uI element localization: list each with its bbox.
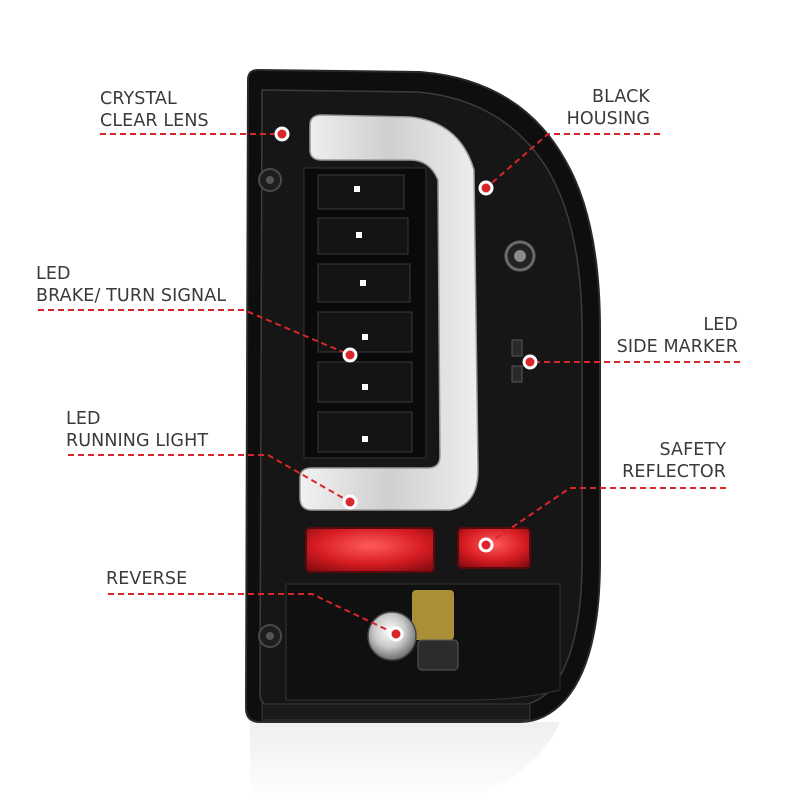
label-line: LED [703,315,738,335]
label-line: LED [66,409,101,429]
label-line: REFLECTOR [622,462,726,482]
reflector-left [305,527,435,573]
label-line: REVERSE [106,569,188,589]
callout-dot-reverse [388,626,404,642]
label-line: RUNNING LIGHT [66,431,209,451]
label-led-running-light: LED RUNNING LIGHT [66,408,208,452]
label-line: SAFETY [659,440,726,460]
callout-dot-crystal-clear-lens [274,126,290,142]
callout-dot-running-light [342,494,358,510]
callout-line-reverse [108,593,397,635]
callout-line-black-housing [485,133,660,189]
callout-dot-led-brake [342,347,358,363]
label-line: HOUSING [566,109,650,129]
led-module-column [303,167,427,459]
label-led-side-marker: LED SIDE MARKER [617,314,738,358]
callout-line-safety-reflector [485,487,726,546]
label-reverse: REVERSE [106,568,187,590]
reflector-right [457,527,531,569]
label-line: CRYSTAL [100,89,177,109]
reflection [250,722,560,800]
callout-line-running-light [68,454,351,503]
side-bolt-upper [504,240,536,272]
label-line: BLACK [591,87,650,107]
label-safety-reflector: SAFETY REFLECTOR [622,439,726,483]
housing-bottom-strip [261,703,531,721]
label-crystal-clear-lens: CRYSTAL CLEAR LENS [100,88,209,132]
callout-dot-safety-reflector [478,537,494,553]
label-line: CLEAR LENS [100,111,209,131]
mounting-screw-bottom [258,624,282,648]
label-line: SIDE MARKER [616,337,738,357]
label-led-brake-turn-signal: LED BRAKE/ TURN SIGNAL [36,263,226,307]
callout-dot-side-marker [522,354,538,370]
running-light-tube [299,114,479,511]
label-black-housing: BLACK HOUSING [567,86,650,130]
label-line: BRAKE/ TURN SIGNAL [36,286,227,306]
mounting-screw-top [258,168,282,192]
callout-line-led-brake [38,309,351,356]
callout-dot-black-housing [478,180,494,196]
side-marker [511,339,523,383]
label-line: LED [36,264,71,284]
